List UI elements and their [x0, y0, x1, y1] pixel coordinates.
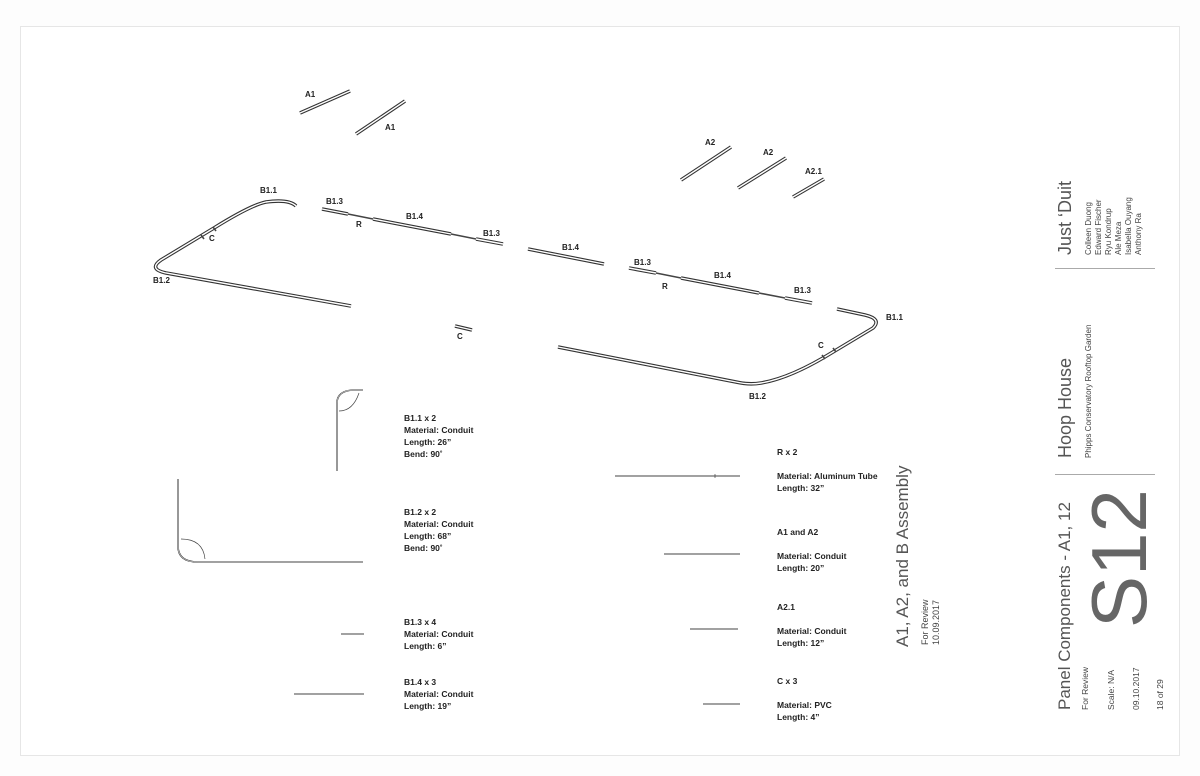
coupler-c-center: [454, 324, 473, 332]
rod-a2-1: [792, 177, 825, 199]
rod-a1-top: [299, 89, 351, 115]
rail-right: [628, 266, 813, 305]
label-b1-1-right: B1.1: [886, 313, 903, 322]
label-a2-1: A2.1: [805, 167, 822, 176]
part-b1-2-drawing: [177, 479, 363, 563]
label-a2-left: A2: [705, 138, 716, 147]
label-b1-4-center: B1.4: [562, 243, 579, 252]
team-member: Isabella Ouyang: [1124, 197, 1133, 255]
assembly-title: A1, A2, and B Assembly: [893, 465, 912, 647]
rod-a2-right: [737, 156, 787, 190]
team-member: Edward Fischer: [1094, 199, 1103, 255]
label-b1-4-right: B1.4: [714, 271, 731, 280]
label-r-right: R: [662, 282, 668, 291]
note-b1-2: B1.2 x 2 Material: Conduit Length: 68” B…: [404, 507, 476, 553]
sheet-title: Panel Components - A1, 12: [1055, 502, 1074, 710]
label-a2-right: A2: [763, 148, 774, 157]
assembly-status: For Review: [920, 599, 930, 645]
sheet-date: 09.10.2017: [1131, 667, 1141, 710]
note-a2-1: A2.1 Material: Conduit Length: 12”: [777, 602, 849, 648]
rod-a2-left: [680, 145, 732, 182]
project-client: Phipps Conservatory Rooftop Garden: [1084, 324, 1093, 458]
team-member: Ryu Kondrup: [1104, 208, 1113, 255]
title-block-divider-1: [1055, 268, 1155, 269]
part-r-drawing: [615, 474, 740, 478]
label-b1-3-right-b: B1.3: [794, 286, 811, 295]
label-b1-2-right: B1.2: [749, 392, 766, 401]
frame-left-b1: [153, 199, 352, 308]
assembly-date: 10.09.2017: [931, 599, 941, 645]
label-b1-4-left: B1.4: [406, 212, 423, 221]
rail-left: [321, 207, 504, 246]
project-name: Hoop House: [1055, 357, 1075, 458]
note-r: R x 2 Material: Aluminum Tube Length: 32…: [777, 447, 880, 493]
frame-right-b1: [557, 307, 878, 386]
note-b1-1: B1.1 x 2 Material: Conduit Length: 26” B…: [404, 413, 476, 459]
team-member: Anthony Ra: [1134, 213, 1143, 255]
title-block-divider-2: [1055, 474, 1155, 475]
label-c-right: C: [818, 341, 824, 350]
team-member: Colleen Duong: [1084, 202, 1093, 255]
label-b1-1-left: B1.1: [260, 186, 277, 195]
note-b1-4: B1.4 x 3 Material: Conduit Length: 19”: [404, 677, 476, 711]
note-c: C x 3 Material: PVC Length: 4”: [777, 676, 834, 722]
sheet-status: For Review: [1080, 667, 1090, 710]
label-c-left: C: [209, 234, 215, 243]
drawing-sheet: A1 A1 A2 A2 A2.1 B1.1 B1.2 C B1.3 R B1.4…: [20, 26, 1180, 756]
label-r-left: R: [356, 220, 362, 229]
label-b1-3-right-a: B1.3: [634, 258, 651, 267]
label-a1-top: A1: [305, 90, 316, 99]
part-b1-1-drawing: [336, 389, 363, 471]
note-b1-3: B1.3 x 4 Material: Conduit Length: 6”: [404, 617, 476, 651]
label-b1-2-left: B1.2: [153, 276, 170, 285]
label-b1-3-left-a: B1.3: [326, 197, 343, 206]
team-name: Just ‘Duit: [1055, 180, 1075, 255]
label-a1-bottom: A1: [385, 123, 396, 132]
exploded-assembly-drawing: A1 A1 A2 A2 A2.1 B1.1 B1.2 C B1.3 R B1.4…: [153, 89, 903, 722]
sheet-page: 18 of 29: [1155, 679, 1165, 710]
rod-a1-bottom: [354, 99, 407, 136]
label-c-center: C: [457, 332, 463, 341]
note-a1-a2: A1 and A2 Material: Conduit Length: 20”: [777, 527, 849, 573]
team-member: Ale Meza: [1114, 221, 1123, 255]
sheet-scale: Scale: N/A: [1106, 669, 1116, 710]
sheet-number: S12: [1075, 489, 1163, 628]
rod-b1-4-center: [527, 247, 605, 266]
label-b1-3-left-b: B1.3: [483, 229, 500, 238]
